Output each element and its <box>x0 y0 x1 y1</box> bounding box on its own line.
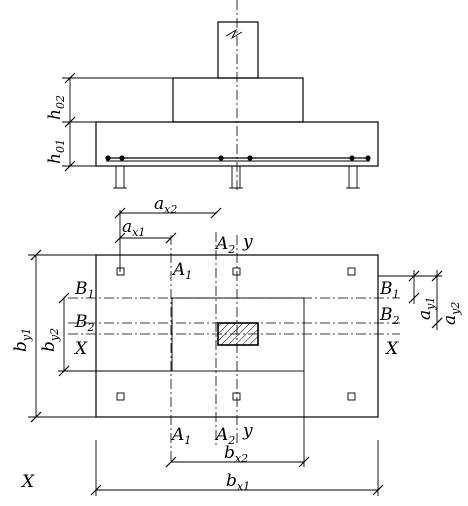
column <box>217 21 259 79</box>
by1-label: by1 <box>11 328 33 352</box>
y-bottom-label: y <box>242 421 253 441</box>
rebar-dots <box>105 155 371 161</box>
X-corner-label: X <box>20 472 35 492</box>
by2-label: by2 <box>39 328 61 352</box>
B1-right-label: B1 <box>379 279 400 301</box>
height-dimensions: h02 h01 <box>45 72 173 172</box>
A1-top-label: A1 <box>171 260 192 282</box>
ay1-label: ay1 <box>415 297 437 320</box>
A2-bottom-label: A2 <box>214 425 235 447</box>
piles <box>113 165 360 189</box>
B1-left-label: B1 <box>74 279 95 301</box>
bottom-dimensions: bx2 bx1 <box>90 371 384 496</box>
bx1-label: bx1 <box>226 471 250 493</box>
B2-left-label: B2 <box>74 312 95 334</box>
top-dimensions: ax2 ax1 <box>114 194 222 272</box>
ax2-label: ax2 <box>154 194 177 216</box>
h02-label: h02 <box>45 95 67 120</box>
ay2-label: ay2 <box>440 302 462 325</box>
elevation-view: h02 h01 <box>45 0 379 192</box>
X-right-label: X <box>384 339 399 359</box>
ax1-label: ax1 <box>122 217 145 239</box>
X-left-label: X <box>73 339 88 359</box>
right-dimensions: ay1 ay2 <box>378 270 462 330</box>
break-mark <box>225 28 243 40</box>
left-dimensions: by1 by2 <box>11 249 172 423</box>
h01-label: h01 <box>45 139 67 164</box>
A1-bottom-label: A1 <box>170 425 191 447</box>
plan-view: ax2 ax1 A2 y A1 A1 A2 y B1 B2 X by1 by2 <box>11 194 462 496</box>
plan-piles <box>116 267 356 401</box>
B2-right-label: B2 <box>379 305 400 327</box>
A2-top-label: A2 <box>214 234 235 256</box>
pedestal <box>172 77 304 123</box>
bx2-label: bx2 <box>224 443 248 465</box>
y-top-label: y <box>242 232 253 252</box>
